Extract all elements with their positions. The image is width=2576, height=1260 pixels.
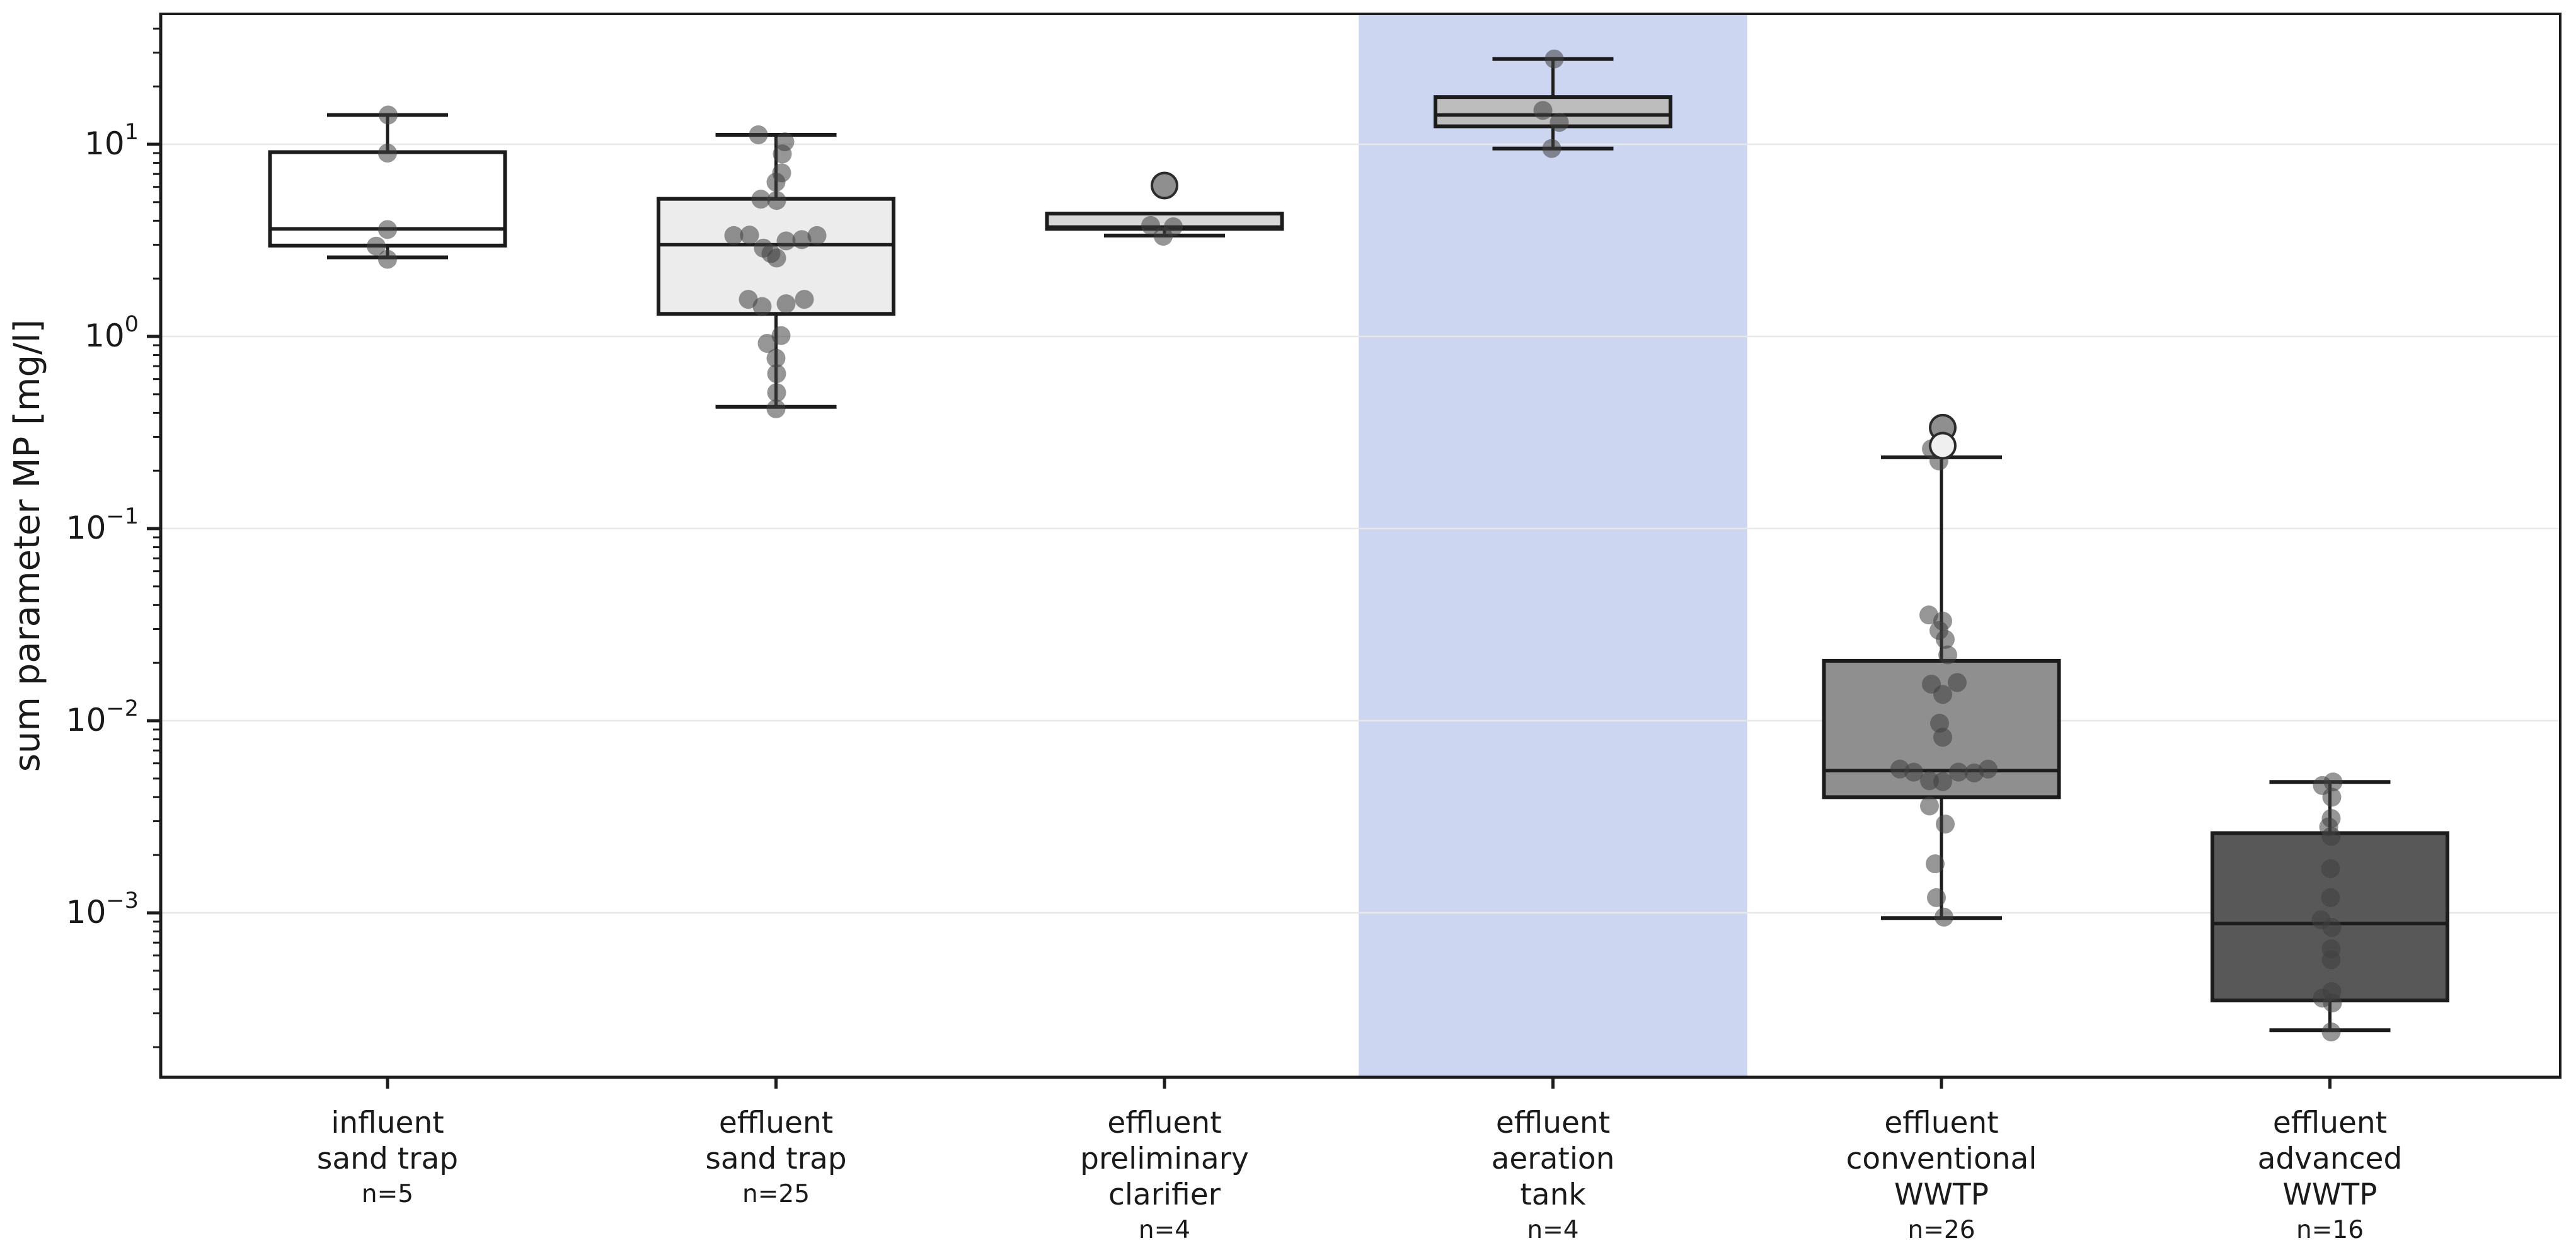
- data-point: [378, 143, 397, 163]
- data-point: [724, 226, 744, 245]
- data-point: [1936, 814, 1955, 833]
- data-point: [807, 226, 827, 245]
- x-category-label-line: influent: [331, 1106, 444, 1140]
- boxplot-group-effluent-sand-trap: [657, 125, 895, 418]
- x-category-label-line: effluent: [2273, 1106, 2387, 1140]
- data-point: [1920, 796, 1939, 816]
- x-category-label-line: aeration: [1492, 1142, 1615, 1176]
- x-category-label-line: tank: [1520, 1177, 1586, 1212]
- data-point: [1533, 101, 1553, 120]
- data-point: [1542, 139, 1561, 158]
- data-point: [2321, 827, 2341, 846]
- data-point: [1979, 759, 1998, 779]
- data-point: [767, 191, 786, 210]
- data-point: [1948, 673, 1967, 692]
- data-point: [2322, 788, 2342, 807]
- x-category-n-label: n=25: [742, 1180, 810, 1208]
- x-category-n-label: n=16: [2296, 1216, 2364, 1244]
- y-tick-label: 100: [84, 312, 139, 354]
- outlier-point-open: [1929, 432, 1957, 460]
- data-point: [792, 230, 812, 249]
- y-tick-label: 10−1: [66, 504, 139, 546]
- data-point: [766, 173, 786, 192]
- data-point: [379, 105, 398, 125]
- data-point: [767, 364, 786, 384]
- boxplot-group-effluent-preliminary-clarifier: [1045, 171, 1284, 246]
- data-point: [739, 290, 758, 309]
- x-category-n-label: n=4: [1139, 1216, 1190, 1244]
- data-point: [776, 231, 796, 251]
- highlight-band: [1359, 14, 1747, 1077]
- x-category-label-line: effluent: [1496, 1106, 1610, 1140]
- data-point: [2323, 993, 2342, 1012]
- data-point: [1936, 629, 1955, 649]
- data-point: [1926, 854, 1945, 874]
- data-point: [766, 348, 786, 368]
- data-point: [378, 220, 397, 239]
- data-point: [1141, 215, 1160, 235]
- data-point: [751, 190, 771, 209]
- boxplot-group-effluent-advanced-WWTP: [2211, 772, 2449, 1042]
- data-point: [2321, 950, 2341, 970]
- data-point: [1935, 907, 1953, 927]
- data-point: [752, 297, 772, 316]
- data-point: [761, 244, 781, 263]
- data-point: [1927, 888, 1946, 907]
- data-point: [766, 399, 786, 418]
- y-tick-label: 10−2: [66, 696, 139, 738]
- data-point: [771, 326, 791, 345]
- x-category-n-label: n=4: [1527, 1216, 1578, 1244]
- data-point: [2321, 1022, 2341, 1042]
- data-point: [1904, 762, 1923, 782]
- data-point: [776, 294, 796, 314]
- data-point: [795, 290, 814, 309]
- x-category-label-line: WWTP: [1894, 1177, 1989, 1212]
- data-point: [773, 144, 792, 164]
- boxplot-group-effluent-conventional-WWTP: [1822, 413, 2061, 927]
- data-point: [1550, 113, 1569, 132]
- data-point: [757, 334, 777, 353]
- data-point: [1544, 49, 1564, 69]
- y-tick-label: 10−3: [66, 888, 139, 931]
- data-point: [2321, 859, 2340, 878]
- x-category-label-line: effluent: [719, 1106, 833, 1140]
- data-point: [1154, 227, 1173, 246]
- boxplot-group-effluent-aeration-tank: [1434, 49, 1672, 158]
- x-category-label-line: sand trap: [317, 1142, 458, 1176]
- x-category-label-line: advanced: [2258, 1142, 2403, 1176]
- x-category-label-line: effluent: [1884, 1106, 1998, 1140]
- data-point: [378, 249, 397, 269]
- x-category-label-line: effluent: [1107, 1106, 1221, 1140]
- data-point: [367, 236, 386, 256]
- data-point: [740, 226, 759, 245]
- data-point: [1933, 772, 1952, 791]
- y-tick-label: 101: [84, 120, 139, 162]
- data-point: [2321, 888, 2340, 907]
- data-point: [2322, 918, 2342, 937]
- x-category-n-label: n=26: [1907, 1216, 1975, 1244]
- x-category-label-line: sand trap: [705, 1142, 846, 1176]
- outlier-point-solid: [1151, 171, 1178, 200]
- x-category-label-line: clarifier: [1108, 1177, 1221, 1212]
- data-point: [767, 383, 786, 403]
- x-category-n-label: n=5: [362, 1180, 413, 1208]
- data-point: [1949, 762, 1968, 782]
- data-point: [1933, 728, 1952, 747]
- x-category-label-line: conventional: [1846, 1142, 2037, 1176]
- boxplot-group-influent-sand-trap: [268, 105, 507, 269]
- data-point: [1933, 685, 1952, 704]
- data-point: [1938, 645, 1957, 665]
- x-category-label-line: WWTP: [2283, 1177, 2378, 1212]
- y-axis-title: sum parameter MP [mg/l]: [7, 319, 48, 772]
- x-category-label-line: preliminary: [1080, 1142, 1249, 1176]
- data-point: [749, 125, 768, 144]
